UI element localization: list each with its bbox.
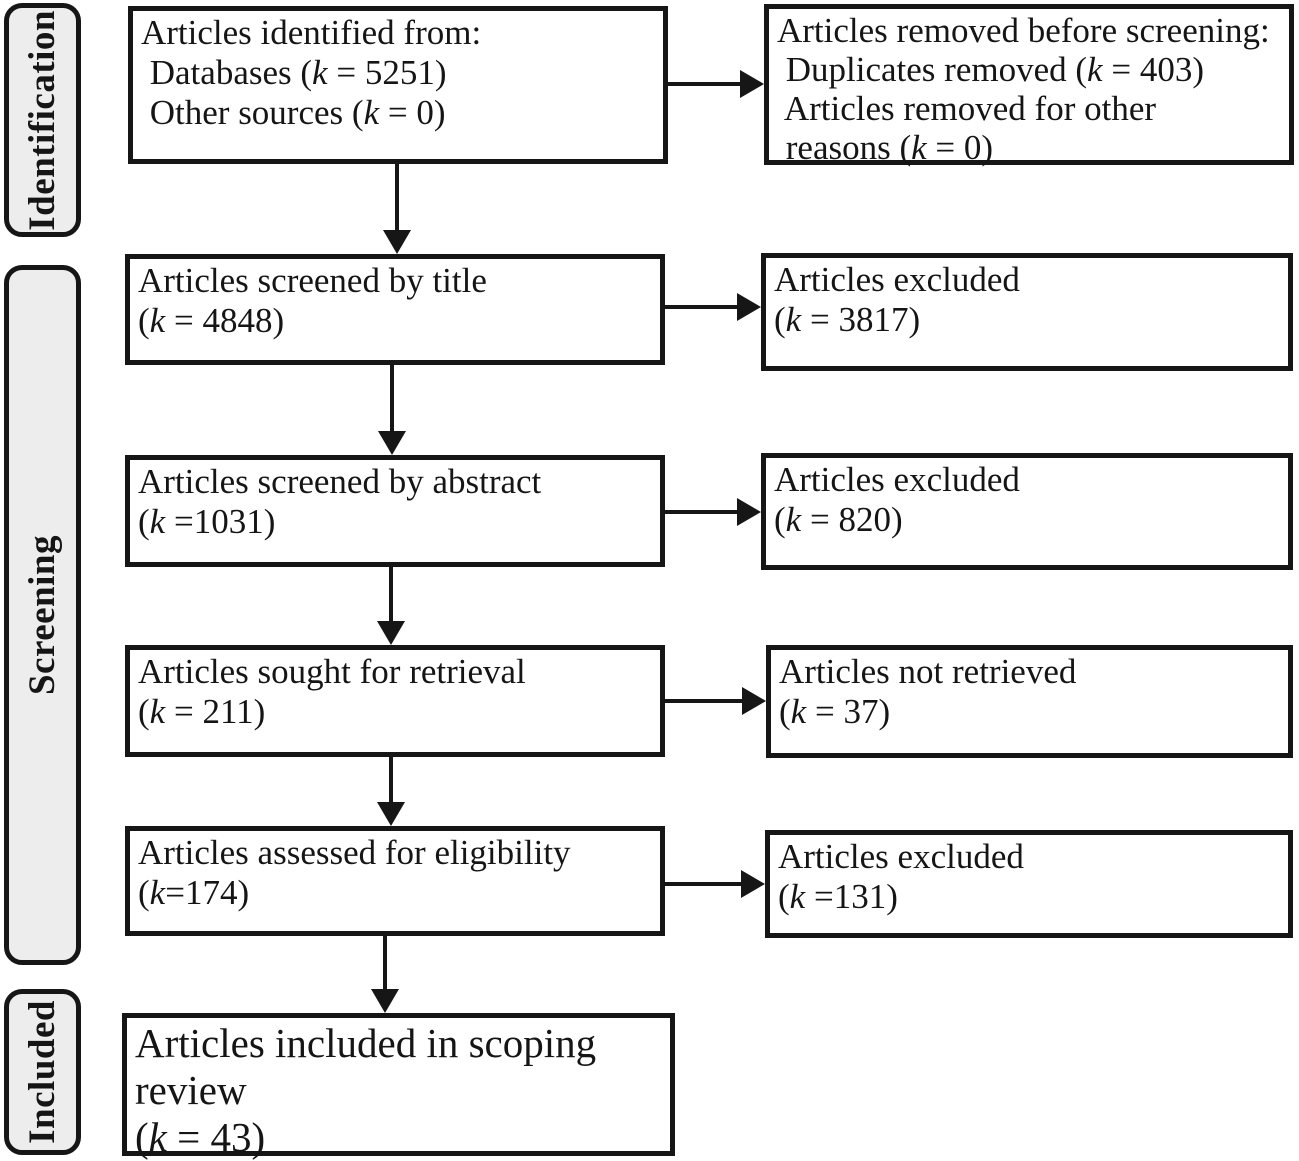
box-text-line: (k =131) xyxy=(778,877,898,916)
box-text-line: Articles included in scoping xyxy=(135,1020,597,1066)
box-text-line: Articles excluded xyxy=(774,260,1020,299)
stage-screening: Screening xyxy=(4,265,81,965)
box-text-line: (k = 211) xyxy=(138,692,266,731)
box-removed-before-screening: Articles removed before screening: Dupli… xyxy=(764,4,1294,167)
box-text-line: (k = 43) xyxy=(135,1114,266,1160)
box-screened-by-title: Articles screened by title(k = 4848) xyxy=(125,254,665,365)
box-excluded-by-title: Articles excluded(k = 3817) xyxy=(761,253,1293,371)
box-text-line: (k = 4848) xyxy=(138,301,285,340)
stage-screening-label: Screening xyxy=(22,534,63,696)
box-text-line: Articles removed before screening: xyxy=(777,11,1270,50)
box-text-line: Articles identified from: xyxy=(141,13,482,52)
box-excluded-at-eligibility: Articles excluded(k =131) xyxy=(765,830,1293,938)
box-sought-for-retrieval: Articles sought for retrieval(k = 211) xyxy=(125,645,665,757)
box-text-line: (k = 820) xyxy=(774,500,903,539)
stage-included-label: Included xyxy=(22,1000,63,1144)
box-text-line: Articles not retrieved xyxy=(779,652,1077,691)
box-text-line: Articles assessed for eligibility xyxy=(138,833,571,872)
box-text-line: (k = 3817) xyxy=(774,300,921,339)
box-text-line: reasons (k = 0) xyxy=(777,128,994,167)
box-text-line: Duplicates removed (k = 403) xyxy=(777,50,1204,89)
box-text-line: Articles screened by abstract xyxy=(138,462,542,501)
stage-identification-label: Identification xyxy=(22,9,63,231)
box-screened-by-abstract: Articles screened by abstract(k =1031) xyxy=(125,455,665,567)
box-text-line: (k =1031) xyxy=(138,502,276,541)
box-text-line: (k = 37) xyxy=(779,692,891,731)
box-text-line: Databases (k = 5251) xyxy=(141,53,447,92)
box-assessed-for-eligibility: Articles assessed for eligibility(k=174) xyxy=(125,826,665,936)
box-text-line: Other sources (k = 0) xyxy=(141,93,446,132)
box-articles-identified: Articles identified from: Databases (k =… xyxy=(128,6,668,164)
box-text-line: Articles excluded xyxy=(778,837,1024,876)
box-text-line: Articles removed for other xyxy=(777,89,1157,128)
box-text-line: Articles sought for retrieval xyxy=(138,652,526,691)
stage-included: Included xyxy=(4,989,81,1155)
box-not-retrieved: Articles not retrieved(k = 37) xyxy=(766,645,1293,758)
box-text-line: (k=174) xyxy=(138,873,250,912)
box-text-line: review xyxy=(135,1067,247,1113)
box-excluded-by-abstract: Articles excluded(k = 820) xyxy=(761,453,1293,570)
box-text-line: Articles screened by title xyxy=(138,261,487,300)
box-text-line: Articles excluded xyxy=(774,460,1020,499)
stage-identification: Identification xyxy=(4,3,81,237)
